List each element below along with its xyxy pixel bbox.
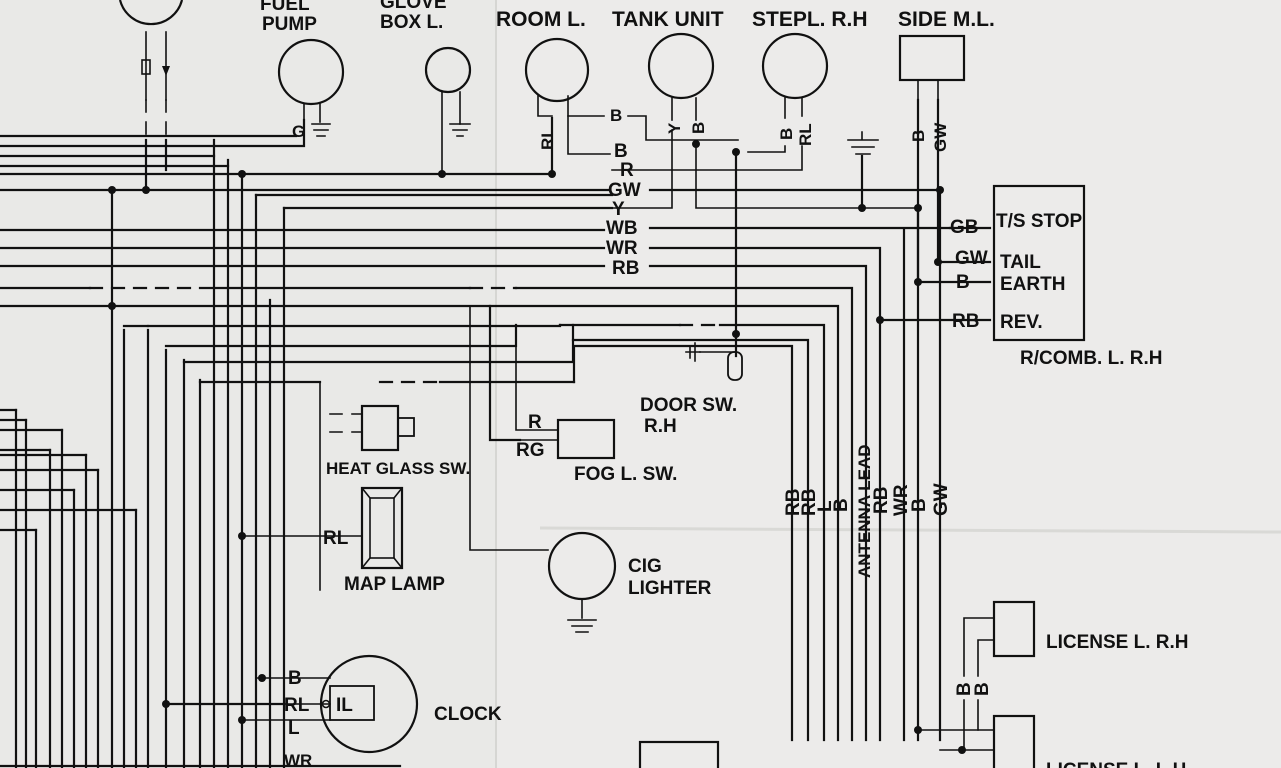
- glove-box-lamp-symbol: [424, 46, 472, 94]
- glove-box-label-line1: GLOVE: [380, 0, 447, 13]
- glove-box-label-line2: BOX L.: [380, 12, 443, 33]
- bundle-wire-wr: WR: [606, 238, 638, 259]
- rcomb-box: [992, 184, 1086, 342]
- vert-wire-l: L: [815, 500, 836, 512]
- fog-lamp-switch: R RG FOG L. SW.: [489, 324, 677, 485]
- bundle-wire-y: Y: [612, 199, 625, 220]
- clock-label: CLOCK: [434, 704, 502, 725]
- bundle-wire-rb: RB: [612, 258, 639, 279]
- rcomb-term-stop: T/S STOP: [996, 211, 1083, 232]
- clock-il-label: IL: [336, 695, 353, 716]
- fuel-pump-wire-g: G: [292, 122, 305, 141]
- rcomb-label: R/COMB. L. R.H: [1020, 348, 1163, 369]
- fuel-pump-label-line2: PUMP: [262, 14, 317, 35]
- rcomb-wire-gw: GW: [955, 248, 988, 269]
- map-lamp: RL MAP LAMP: [241, 486, 445, 595]
- rcomb-wire-rb: RB: [952, 311, 979, 332]
- heat-glass-switch: HEAT GLASS SW.: [319, 305, 549, 591]
- top-component-row: FUEL PUMP G GLOVE BOX L. ROOM L. B RL TA…: [118, 0, 995, 210]
- door-switch-label-line1: DOOR SW.: [640, 395, 737, 416]
- license-lamps: LICENSE L. R.H B B LICENSE L. L.H: [917, 600, 1189, 768]
- cigarette-lighter: CIG LIGHTER: [547, 531, 712, 633]
- step-lamp-symbol: [761, 32, 829, 100]
- vert-wire-b-2: B: [909, 498, 930, 512]
- step-lamp-label: STEPL. R.H: [752, 8, 868, 31]
- room-lamp-label: ROOM L.: [496, 8, 586, 31]
- fuel-pump-label-line1: FUEL: [260, 0, 310, 15]
- map-lamp-box: [360, 486, 404, 570]
- fog-switch-label: FOG L. SW.: [574, 464, 677, 485]
- tank-wire-b: B: [689, 122, 708, 134]
- step-wire-rl: RL: [796, 123, 815, 146]
- vert-wire-rb-1: RB: [783, 489, 804, 516]
- rcomb-term-earth: EARTH: [1000, 274, 1065, 295]
- clock-wire-b: B: [288, 668, 302, 689]
- junction-dots: [108, 140, 966, 754]
- partial-lamp: [118, 0, 184, 26]
- heat-glass-label: HEAT GLASS SW.: [326, 459, 470, 478]
- license-lamp-rh-box: [992, 600, 1036, 658]
- rcomb-wire-b: B: [956, 272, 970, 293]
- fog-switch-box: [556, 418, 616, 460]
- map-lamp-label: MAP LAMP: [344, 574, 445, 595]
- vert-wire-b: B: [831, 498, 852, 512]
- tank-unit-label: TANK UNIT: [612, 8, 724, 31]
- vert-wire-wr: WR: [891, 484, 912, 516]
- clock-wire-wr: WR: [284, 751, 312, 768]
- fuel-pump-symbol: [277, 38, 345, 106]
- door-switch-label-line2: R.H: [644, 416, 677, 437]
- vert-wire-rb-2: RB: [799, 489, 820, 516]
- map-lamp-wire-rl: RL: [323, 528, 349, 549]
- vert-wire-gw: GW: [931, 483, 952, 516]
- tank-wire-y: Y: [665, 122, 684, 134]
- license-lamp-rh-label: LICENSE L. R.H: [1046, 632, 1189, 653]
- cig-lighter-label-line1: CIG: [628, 556, 662, 577]
- room-lamp-symbol: [524, 37, 590, 103]
- rcomb-wire-gb: GB: [950, 217, 979, 238]
- room-wire-b: B: [610, 106, 622, 125]
- license-lamp-lh-box: [992, 714, 1036, 768]
- tank-unit-symbol: [647, 32, 715, 100]
- partial-component-box: [638, 740, 720, 768]
- bundle-wire-gw: GW: [608, 180, 641, 201]
- license-wire-b-2: B: [972, 682, 993, 696]
- bundle-wire-r: R: [620, 160, 634, 181]
- antenna-lead-label: ANTENNA LEAD: [855, 445, 874, 578]
- clock: B RL L IL CLOCK WR: [241, 654, 502, 768]
- side-wire-gw: GW: [931, 122, 950, 152]
- rear-combination-lamp: GB GW B RB T/S STOP TAIL EARTH REV. R/CO…: [950, 184, 1163, 369]
- room-wire-rl: RL: [538, 127, 557, 150]
- license-lamp-lh-label: LICENSE L. L.H: [1046, 760, 1186, 768]
- side-marker-symbol: [898, 34, 966, 82]
- fog-wire-r: R: [528, 412, 542, 433]
- cig-lighter-label-line2: LIGHTER: [628, 578, 712, 599]
- bundle-wire-b: B: [614, 141, 628, 162]
- fog-wire-rg: RG: [516, 440, 545, 461]
- rcomb-term-rev: REV.: [1000, 312, 1043, 333]
- heat-glass-box: [360, 404, 400, 452]
- door-switch: DOOR SW. R.H: [640, 342, 743, 437]
- step-wire-b: B: [777, 128, 796, 140]
- clock-wire-rl: RL: [284, 695, 310, 716]
- rcomb-term-tail: TAIL: [1000, 252, 1041, 273]
- vertical-wire-labels: RB RB L B ANTENNA LEAD RB WR B GW: [783, 445, 952, 578]
- bundle-wire-wb: WB: [606, 218, 638, 239]
- license-wire-b-1: B: [954, 682, 975, 696]
- clock-wire-l: L: [288, 718, 300, 739]
- side-marker-label: SIDE M.L.: [898, 8, 995, 31]
- vert-wire-rb-3: RB: [871, 487, 892, 514]
